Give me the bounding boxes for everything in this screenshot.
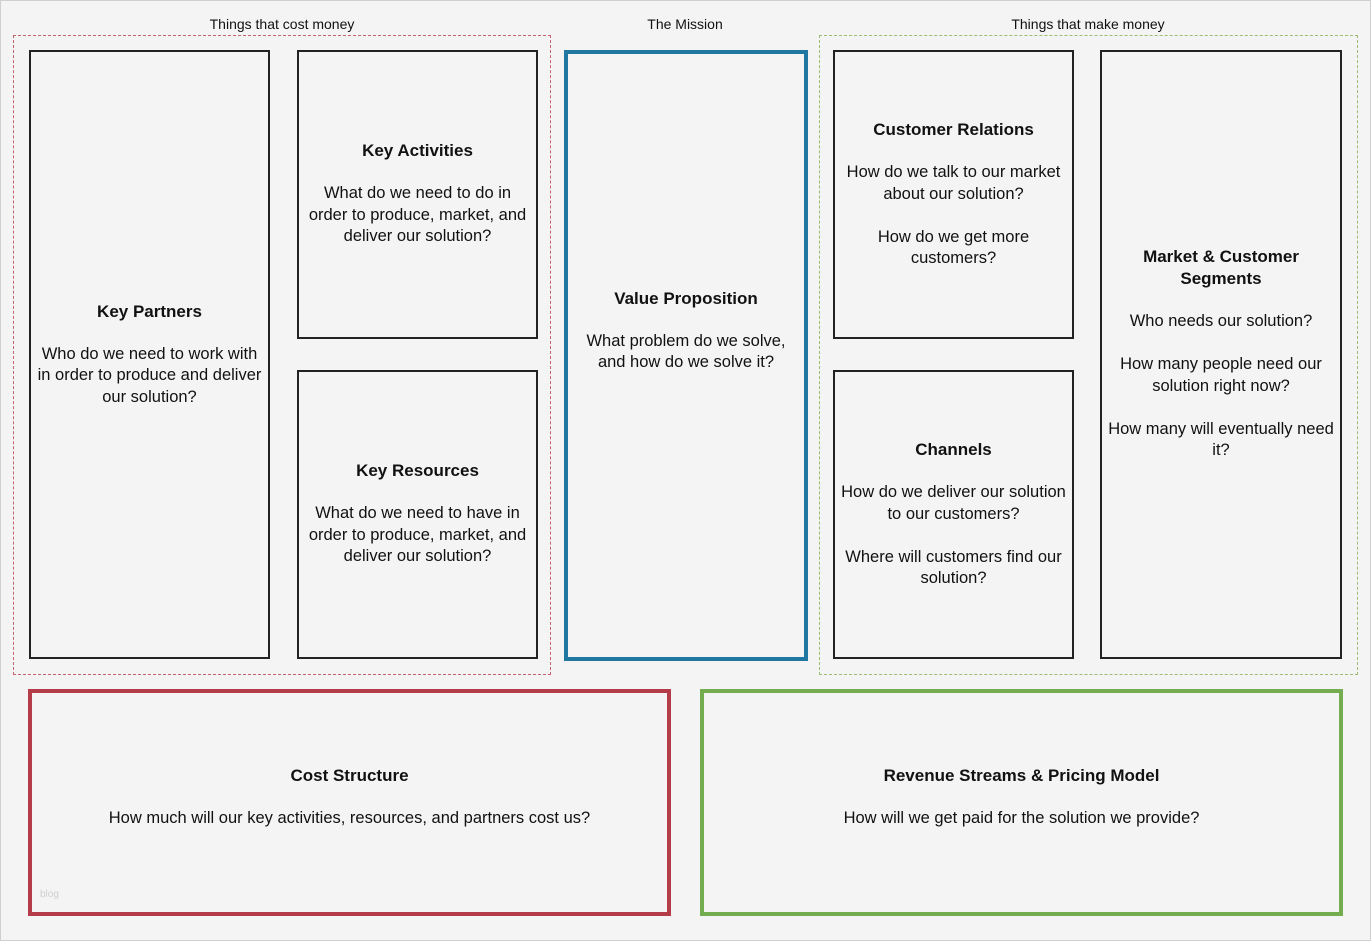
channels-box[interactable]: Channels How do we deliver our solution … [833,370,1074,659]
market-segments-question-3: How many will eventually need it? [1108,419,1334,460]
channels-question-1: How do we deliver our solution to our cu… [841,483,1066,523]
customer-relations-question-1: How do we talk to our market about our s… [846,163,1061,203]
cost-structure-box[interactable]: Cost Structure How much will our key act… [28,689,671,916]
cost-structure-title: Cost Structure [290,766,409,786]
customer-relations-box[interactable]: Customer Relations How do we talk to our… [833,50,1074,339]
make-group-label: Things that make money [1011,16,1165,32]
cost-group-label: Things that cost money [209,16,355,32]
market-segments-title: Market & Customer Segments [1143,247,1299,288]
customer-relations-question-2: How do we get more customers? [877,227,1030,268]
key-resources-title: Key Resources [356,461,479,480]
key-resources-box[interactable]: Key Resources What do we need to have in… [297,370,538,659]
market-segments-question-2: How many people need our solution right … [1120,355,1322,395]
cost-structure-question: How much will our key activities, resour… [108,809,591,828]
watermark-text: blog [40,889,59,900]
value-proposition-title: Value Proposition [614,288,758,308]
key-activities-question: What do we need to do in order to produc… [308,184,527,245]
cost-group-outline [13,35,551,675]
key-activities-title: Key Activities [362,141,473,160]
value-proposition-box[interactable]: Value Proposition What problem do we sol… [564,50,808,661]
key-partners-title: Key Partners [97,301,202,321]
revenue-streams-question: How will we get paid for the solution we… [843,809,1200,828]
market-segments-box[interactable]: Market & Customer Segments Who needs our… [1100,50,1342,659]
market-segments-question-1: Who needs our solution? [1129,312,1313,330]
key-partners-box[interactable]: Key Partners Who do we need to work with… [29,50,270,659]
value-proposition-question: What problem do we solve, and how do we … [586,331,786,372]
key-resources-question: What do we need to have in order to prod… [308,504,527,565]
mission-label: The Mission [647,16,723,32]
make-group-outline [819,35,1358,675]
key-partners-question: Who do we need to work with in order to … [37,344,262,406]
revenue-streams-box[interactable]: Revenue Streams & Pricing Model How will… [700,689,1343,916]
customer-relations-title: Customer Relations [873,120,1034,139]
channels-question-2: Where will customers find our solution? [845,547,1062,588]
channels-title: Channels [915,440,992,459]
revenue-streams-title: Revenue Streams & Pricing Model [883,766,1160,786]
key-activities-box[interactable]: Key Activities What do we need to do in … [297,50,538,339]
